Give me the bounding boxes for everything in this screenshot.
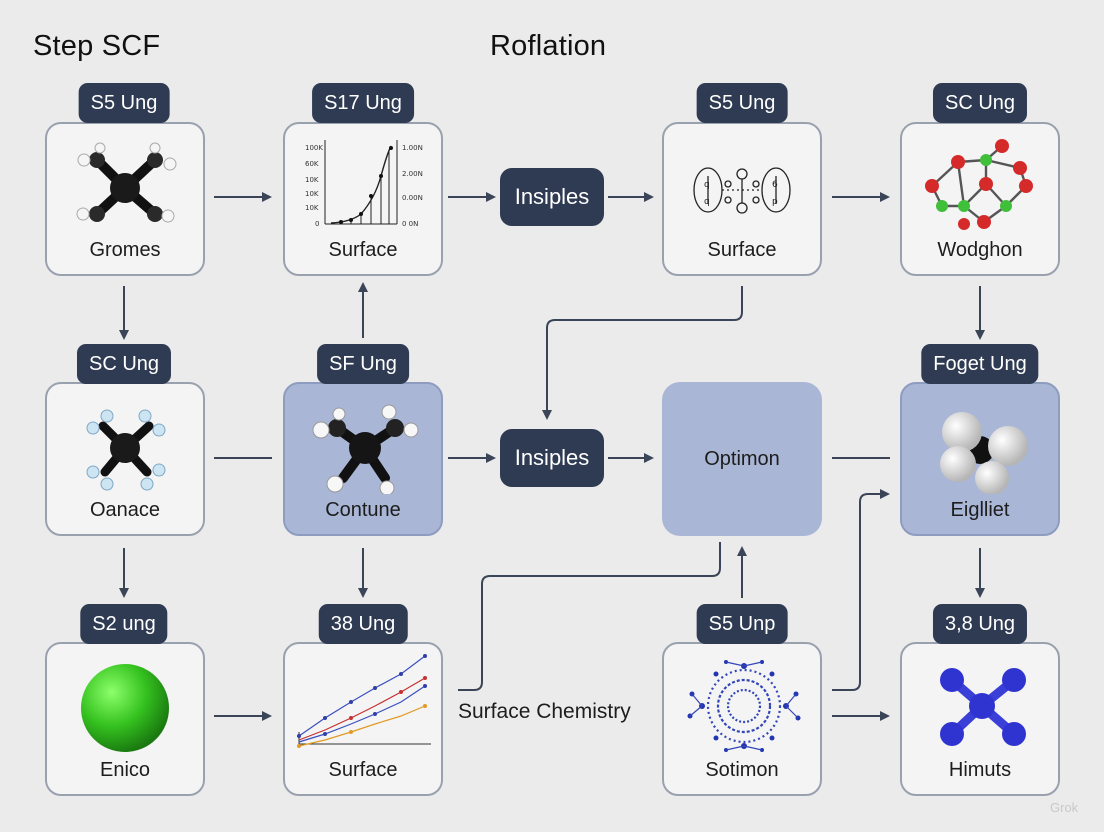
arrow-r3c3-r2c4: [832, 489, 890, 691]
chart-left-tick: 60K: [305, 160, 319, 168]
molecule-icon: [76, 142, 177, 223]
svg-text:p: p: [772, 197, 778, 207]
node-r1c4[interactable]: Wodghon: [900, 122, 1060, 276]
process-pill-top[interactable]: Insiples: [500, 168, 604, 226]
node-badge: Foget Ung: [921, 344, 1039, 384]
node-r3c1[interactable]: Enico: [45, 642, 205, 796]
arrow-r1c3-insiples: [542, 286, 743, 420]
node-badge: 38 Ung: [318, 604, 408, 644]
node-label: Surface: [707, 239, 777, 261]
watermark-label: Grok: [1050, 800, 1079, 815]
node-label: Surface: [328, 239, 398, 261]
optimon-box[interactable]: Optimon: [662, 382, 822, 536]
node-label: Eiglliet: [950, 499, 1010, 521]
node-badge: S17 Ung: [312, 83, 414, 123]
node-label: Oanace: [89, 499, 161, 521]
molecule-icon: [940, 412, 1028, 494]
node-r1c2[interactable]: 100K 60K 10K 10K 10K 0 1.00N 2.00N 0.00N…: [283, 122, 443, 276]
node-label: Contune: [325, 499, 401, 521]
node-r1c1[interactable]: Gromes: [45, 122, 205, 276]
line-chart-icon: 100K 60K 10K 10K 10K 0 1.00N 2.00N 0.00N…: [305, 140, 423, 228]
node-badge: S5 Ung: [696, 83, 788, 123]
node-badge: S5 Unp: [696, 604, 788, 644]
chart-right-tick: 0.00N: [402, 194, 423, 202]
node-r2c4[interactable]: Eiglliet: [900, 382, 1060, 536]
node-r3c4[interactable]: Himuts: [900, 642, 1060, 796]
chart-left-tick: 10K: [305, 176, 319, 184]
svg-text:6: 6: [772, 180, 778, 190]
molecule-icon: [312, 404, 419, 494]
node-label: Wodghon: [937, 239, 1023, 261]
porous-framework-icon: [687, 660, 801, 752]
crystal-lattice-icon: [925, 139, 1033, 230]
chart-left-tick: 10K: [305, 190, 319, 198]
chart-right-tick: 2.00N: [402, 170, 423, 178]
node-badge: S5 Ung: [78, 83, 170, 123]
node-r2c1[interactable]: Oanace: [45, 382, 205, 536]
svg-text:q: q: [704, 197, 710, 207]
chart-right-tick: 0 0N: [402, 220, 418, 228]
optimon-label: Optimon: [704, 448, 780, 470]
node-badge: S2 ung: [80, 604, 168, 644]
node-badge: SC Ung: [76, 344, 172, 384]
node-r3c2[interactable]: Surface: [283, 642, 443, 796]
chart-left-tick: 0: [315, 220, 319, 228]
node-label: Gromes: [89, 239, 161, 261]
process-pill-middle[interactable]: Insiples: [500, 429, 604, 487]
node-r3c3[interactable]: Sotimon: [662, 642, 822, 796]
molecule-icon: [86, 409, 166, 491]
chart-right-tick: 1.00N: [402, 144, 423, 152]
node-label: Himuts: [948, 759, 1012, 781]
chart-left-tick: 100K: [305, 144, 323, 152]
node-badge: SC Ung: [932, 83, 1028, 123]
molecule-icon: [940, 668, 1026, 746]
node-label: Surface: [328, 759, 398, 781]
orbital-diagram-icon: qq 6 p: [693, 167, 791, 214]
node-badge: SF Ung: [317, 344, 409, 384]
node-label: Sotimon: [705, 759, 779, 781]
surface-chemistry-label: Surface Chemistry: [458, 700, 631, 723]
svg-text:q: q: [704, 180, 710, 190]
sphere-icon: [81, 664, 169, 752]
center-header: Roflation: [490, 30, 607, 62]
line-chart-icon: [297, 654, 431, 748]
node-r2c2[interactable]: Contune: [283, 382, 443, 536]
node-badge: 3,8 Ung: [932, 604, 1028, 644]
line-optimon-surface-chemistry: [458, 542, 721, 691]
chart-left-tick: 10K: [305, 204, 319, 212]
left-header: Step SCF: [33, 30, 161, 62]
node-label: Enico: [99, 759, 151, 781]
